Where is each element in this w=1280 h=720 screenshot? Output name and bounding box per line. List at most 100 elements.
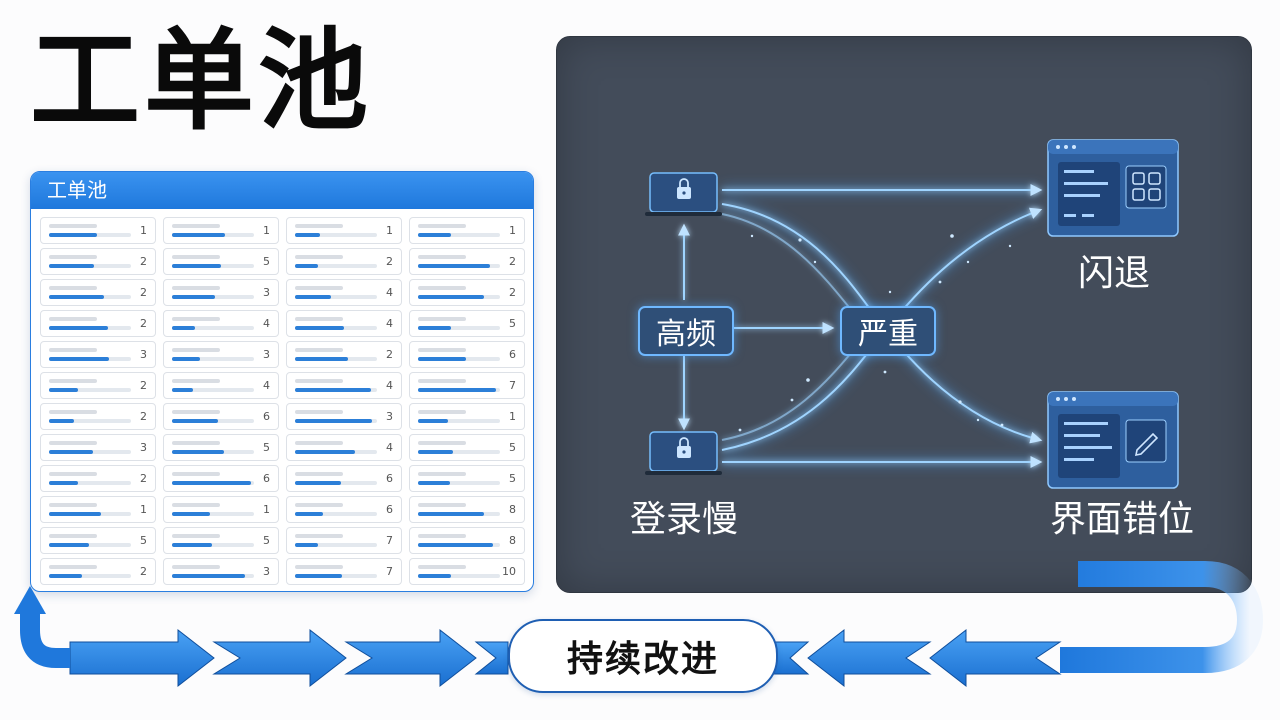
- ticket-progress-fill: [418, 233, 451, 237]
- ticket-progress-track: [49, 295, 131, 299]
- ticket-progress-track: [418, 326, 500, 330]
- ticket-count: 1: [509, 410, 516, 423]
- page-title: 工单池: [30, 17, 372, 145]
- ticket-count: 2: [140, 255, 147, 268]
- ticket-progress-fill: [172, 326, 195, 330]
- ticket-cell: 5: [163, 434, 279, 461]
- ticket-title-bar: [418, 224, 466, 228]
- ticket-title-bar: [172, 286, 220, 290]
- ticket-cell: 3: [40, 434, 156, 461]
- ticket-progress-fill: [49, 388, 78, 392]
- ticket-count: 3: [263, 565, 270, 578]
- ticket-progress-track: [172, 233, 254, 237]
- ticket-progress-track: [418, 295, 500, 299]
- ticket-cell: 1: [409, 217, 525, 244]
- ticket-count: 2: [509, 286, 516, 299]
- ticket-progress-fill: [49, 233, 97, 237]
- ticket-progress-fill: [172, 512, 210, 516]
- ticket-title-bar: [295, 410, 343, 414]
- ticket-cell: 3: [286, 403, 402, 430]
- ticket-cell: 6: [286, 465, 402, 492]
- ticket-count: 4: [386, 441, 393, 454]
- login-slow-label: 登录慢: [630, 499, 739, 540]
- up-hook-head: [14, 586, 46, 614]
- ticket-cell: 6: [163, 465, 279, 492]
- ticket-progress-track: [49, 512, 131, 516]
- ticket-count: 4: [263, 379, 270, 392]
- ticket-count: 3: [140, 348, 147, 361]
- ticket-cell: 1: [40, 217, 156, 244]
- ticket-progress-fill: [49, 543, 89, 547]
- ticket-progress-fill: [295, 543, 318, 547]
- ticket-cell: 2: [40, 558, 156, 585]
- ticket-cell: 2: [40, 310, 156, 337]
- ticket-progress-track: [172, 450, 254, 454]
- ticket-progress-track: [172, 481, 254, 485]
- ticket-progress-fill: [295, 264, 318, 268]
- lock-icon: [645, 172, 722, 216]
- ticket-progress-track: [172, 388, 254, 392]
- ticket-progress-fill: [172, 388, 193, 392]
- ticket-cell: 4: [286, 372, 402, 399]
- ticket-cell: 4: [163, 372, 279, 399]
- ticket-count: 2: [509, 255, 516, 268]
- ticket-progress-track: [295, 295, 377, 299]
- ticket-title-bar: [49, 348, 97, 352]
- ticket-progress-track: [172, 574, 254, 578]
- lock-icon: [645, 431, 722, 475]
- ticket-progress-fill: [172, 295, 215, 299]
- ticket-title-bar: [295, 348, 343, 352]
- ticket-cell: 5: [409, 465, 525, 492]
- ticket-count: 8: [509, 503, 516, 516]
- ticket-cell: 2: [40, 403, 156, 430]
- ticket-title-bar: [418, 503, 466, 507]
- ticket-progress-track: [295, 419, 377, 423]
- ticket-title-bar: [418, 286, 466, 290]
- ticket-title-bar: [418, 565, 466, 569]
- ticket-count: 6: [386, 503, 393, 516]
- ticket-count: 4: [386, 317, 393, 330]
- ticket-cell: 3: [40, 341, 156, 368]
- ticket-progress-track: [172, 543, 254, 547]
- ticket-count: 5: [263, 255, 270, 268]
- ticket-progress-fill: [295, 512, 323, 516]
- ticket-title-bar: [49, 410, 97, 414]
- ticket-progress-fill: [418, 295, 484, 299]
- ticket-progress-fill: [295, 326, 344, 330]
- ticket-cell: 2: [40, 248, 156, 275]
- ticket-progress-track: [418, 512, 500, 516]
- ticket-progress-fill: [295, 450, 355, 454]
- ticket-progress-track: [49, 326, 131, 330]
- ticket-progress-fill: [295, 233, 320, 237]
- ticket-title-bar: [172, 317, 220, 321]
- ticket-title-bar: [418, 441, 466, 445]
- ticket-title-bar: [49, 317, 97, 321]
- ticket-progress-track: [49, 419, 131, 423]
- ticket-title-bar: [49, 379, 97, 383]
- ticket-title-bar: [418, 317, 466, 321]
- ticket-progress-track: [418, 419, 500, 423]
- ticket-cell: 2: [409, 248, 525, 275]
- ticket-cell: 3: [163, 558, 279, 585]
- ticket-cell: 4: [286, 310, 402, 337]
- ticket-count: 5: [263, 534, 270, 547]
- ticket-title-bar: [49, 224, 97, 228]
- ticket-count: 3: [140, 441, 147, 454]
- ticket-count: 5: [140, 534, 147, 547]
- ticket-count: 2: [386, 348, 393, 361]
- ticket-count: 1: [263, 224, 270, 237]
- ticket-title-bar: [418, 534, 466, 538]
- ticket-progress-track: [172, 419, 254, 423]
- ticket-cell: 8: [409, 527, 525, 554]
- ticket-progress-fill: [418, 264, 490, 268]
- ticket-progress-track: [172, 264, 254, 268]
- ticket-progress-fill: [172, 357, 200, 361]
- ticket-progress-track: [295, 326, 377, 330]
- ticket-title-bar: [49, 534, 97, 538]
- ticket-progress-track: [295, 512, 377, 516]
- ticket-count: 3: [386, 410, 393, 423]
- ticket-cell: 5: [40, 527, 156, 554]
- ticket-cell: 3: [163, 341, 279, 368]
- loop-arrows: [69, 628, 1062, 688]
